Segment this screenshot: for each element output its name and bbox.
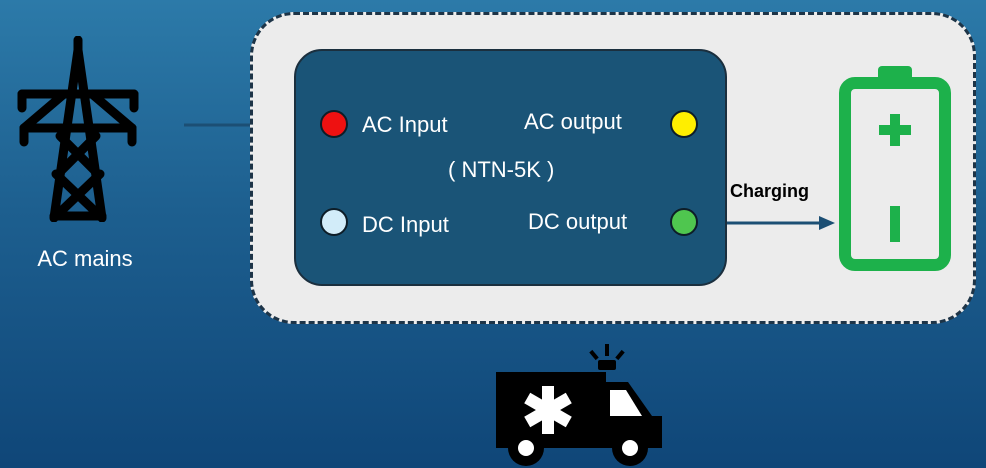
dc-input-label: DC Input [362, 212, 449, 237]
transmission-tower-icon [17, 36, 139, 222]
ac-input-indicator [320, 110, 348, 138]
ac-output-label: AC output [524, 109, 622, 134]
ac-input-label: AC Input [362, 112, 448, 137]
ac-output-indicator [670, 110, 698, 138]
charging-arrow [727, 216, 835, 230]
device-model-label: ( NTN-5K ) [448, 157, 555, 182]
ntn-5k-device [294, 49, 727, 286]
dc-input-indicator [320, 208, 348, 236]
ambulance-icon [496, 344, 662, 466]
dc-output-indicator [670, 208, 698, 236]
charging-label: Charging [730, 181, 809, 201]
dc-output-label: DC output [528, 209, 628, 234]
ac-mains-label: AC mains [37, 246, 133, 271]
battery-icon [839, 66, 951, 271]
